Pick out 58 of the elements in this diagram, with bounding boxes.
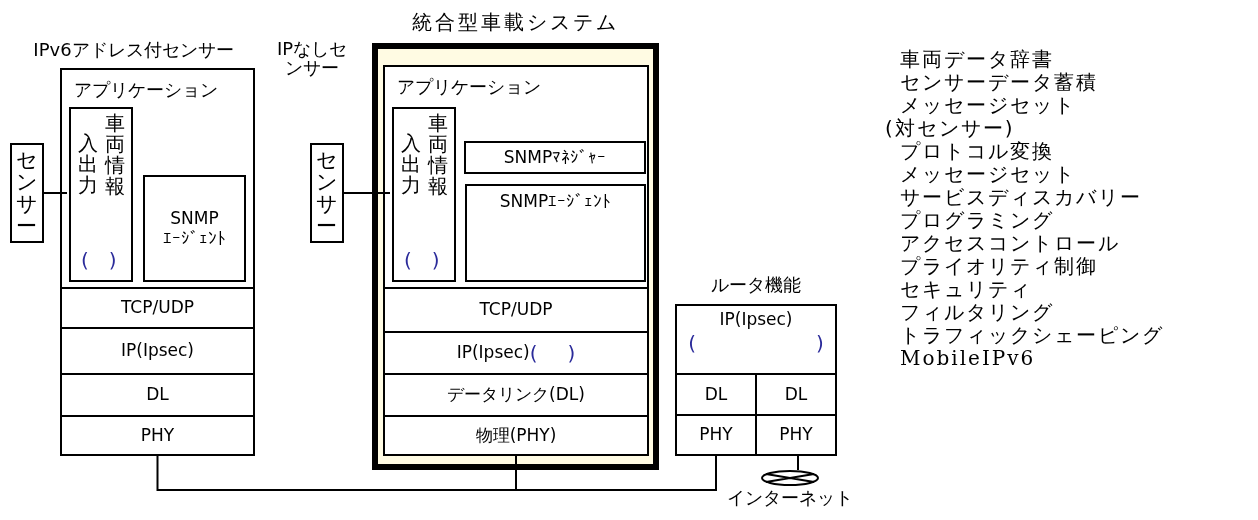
feature-item: トラフィックシェーピング: [900, 324, 1164, 346]
feature-item: セキュリティ: [900, 278, 1032, 300]
box-heading: アプリケーション: [74, 78, 218, 102]
blank-parentheses: ( ): [404, 248, 440, 272]
connector-line: [156, 455, 517, 491]
feature-item: フィルタリング: [900, 301, 1054, 323]
box-label: SNMP: [170, 208, 219, 229]
blank-parentheses: ( ): [529, 341, 576, 365]
layer-box: 物理(PHY): [383, 415, 649, 456]
agent-box: [143, 175, 246, 282]
blank-parentheses: ( ): [81, 248, 117, 272]
layer-label: IP(Ipsec): [456, 343, 530, 363]
manager-box: SNMPﾏﾈｼﾞｬｰ: [464, 141, 646, 174]
vehicle-io-box: [69, 107, 133, 282]
system-heading: 統合型車載システム: [411, 9, 620, 36]
vertical-label: 入出力: [400, 133, 421, 196]
vertical-label: 入出力: [77, 133, 98, 196]
vertical-label: 車両情報: [104, 113, 125, 197]
sensor-box: センサー: [310, 143, 344, 243]
sensor-box: センサー: [10, 143, 44, 243]
application-box: [383, 65, 649, 289]
device-heading: ルータ機能: [710, 273, 802, 297]
box-label: ｴｰｼﾞｪﾝﾄ: [163, 228, 226, 249]
feature-item: センサーデータ蓄積: [900, 71, 1098, 93]
layer-box: [383, 331, 649, 375]
blank-parentheses: ( ): [688, 331, 824, 355]
device-heading: IPv6アドレス付センサー: [32, 38, 235, 62]
feature-item: 車両データ辞書: [900, 48, 1054, 70]
agent-box: SNMPｴｰｼﾞｪﾝﾄ: [465, 184, 646, 282]
connector-line: [343, 192, 391, 194]
network-label: インターネット: [726, 486, 854, 510]
layer-box: PHY: [675, 414, 757, 456]
feature-item: MobileIPv6: [900, 347, 1036, 369]
layer-box: PHY: [755, 414, 837, 456]
connector-line: [797, 455, 799, 471]
feature-item: メッセージセット: [900, 163, 1076, 185]
layer-box: DL: [60, 373, 255, 417]
feature-item: プロトコル変換: [900, 140, 1054, 162]
feature-item: (対センサー): [885, 117, 1015, 139]
layer-box: TCP/UDP: [60, 287, 255, 329]
feature-item: プライオリティ制御: [900, 255, 1098, 277]
sensor-heading: IPなしセンサー: [275, 40, 349, 78]
layer-box: TCP/UDP: [383, 287, 649, 333]
feature-item: アクセスコントロール: [900, 232, 1120, 254]
box-heading: アプリケーション: [397, 75, 541, 99]
layer-box: PHY: [60, 415, 255, 456]
layer-box: データリンク(DL): [383, 373, 649, 417]
vehicle-io-box: [392, 107, 456, 282]
layer-box: IP(Ipsec): [60, 327, 255, 375]
application-box: [60, 68, 255, 289]
feature-item: メッセージセット: [900, 94, 1076, 116]
layer-label: IP(Ipsec): [719, 310, 793, 330]
feature-item: サービスディスカバリー: [900, 186, 1142, 208]
layer-box: [675, 304, 837, 375]
connector-line: [43, 192, 68, 194]
feature-item: プログラミング: [900, 209, 1054, 231]
connector-line: [515, 455, 717, 491]
vertical-label: 車両情報: [427, 113, 448, 197]
